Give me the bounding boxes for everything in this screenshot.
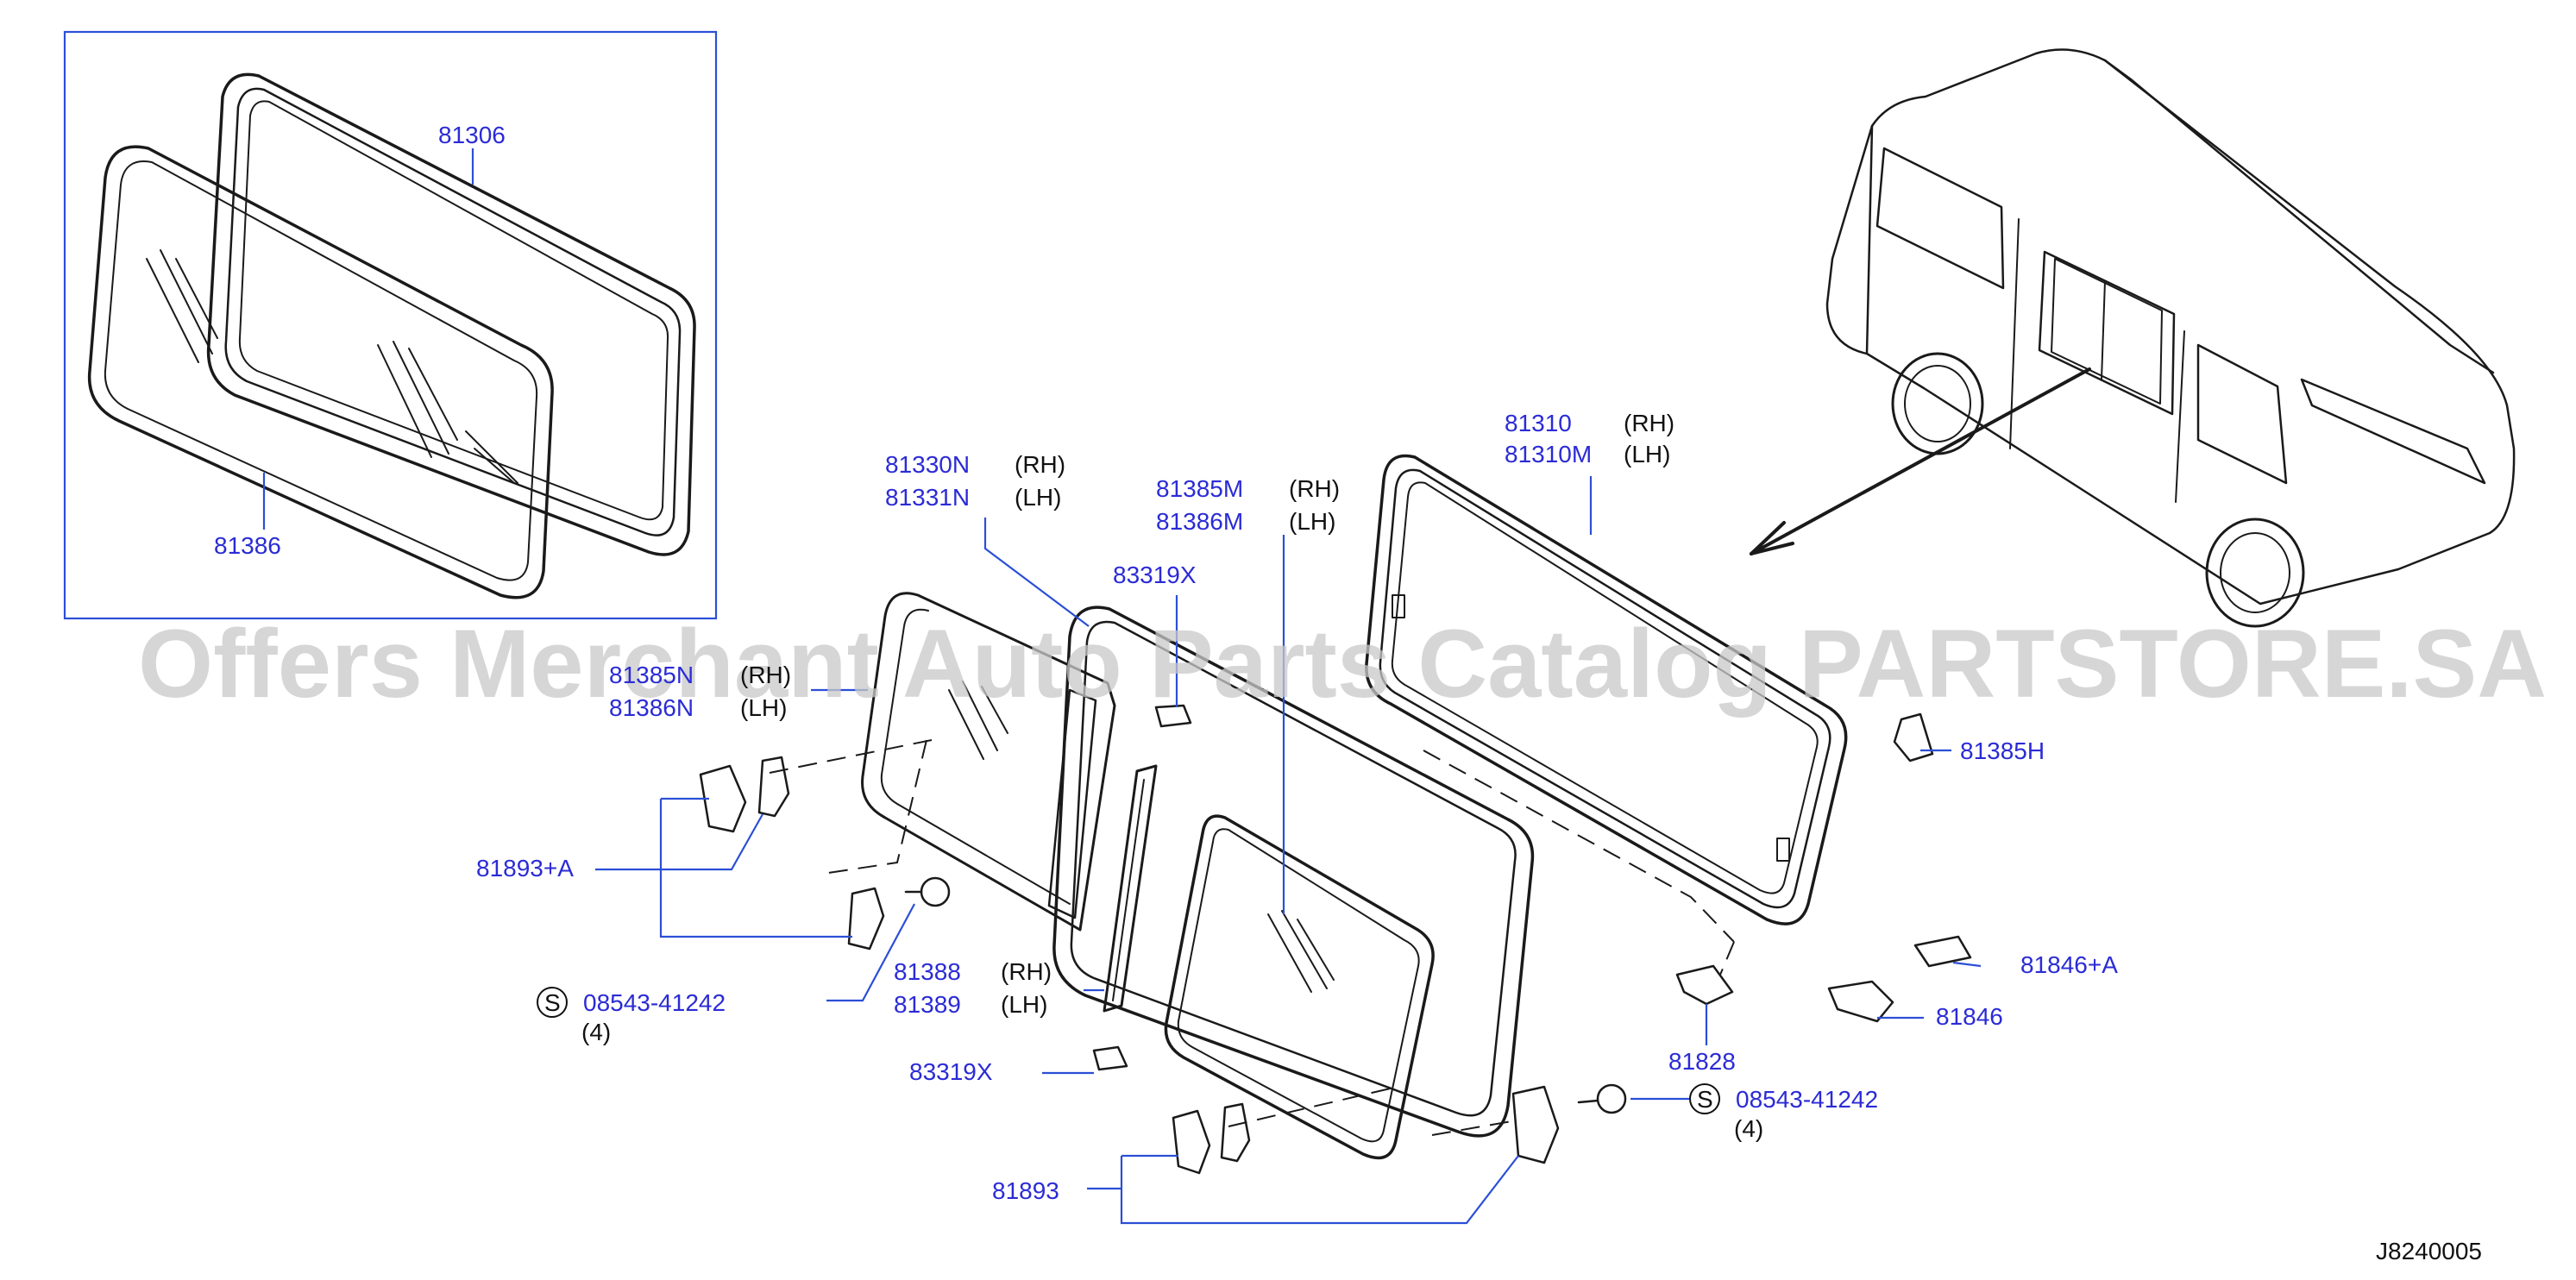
label-81828: 81828 [1668,1048,1736,1075]
label-qty-right: (4) [1734,1115,1763,1142]
label-81386N-lh: (LH) [740,694,787,721]
label-qty-left: (4) [581,1019,611,1045]
label-81846A: 81846+A [2020,951,2118,978]
label-81388-rh: (RH) [1001,958,1052,985]
label-83319X-bottom: 83319X [909,1058,993,1085]
label-81330N: 81330N [885,451,970,478]
part-labels: 81310 (RH) 81310M (LH) 81330N (RH) 81331… [476,410,2482,1264]
label-81386M-lh: (LH) [1289,508,1335,535]
inset-window-kit: 81306 81386 [63,30,718,620]
label-81386M: 81386M [1156,508,1243,535]
label-81385N: 81385N [609,662,694,688]
standard-part-symbol-left-text: S [544,989,561,1016]
label-83319X-top: 83319X [1113,562,1197,588]
seal-81306-drawing [206,72,696,556]
frame-81330N-drawing [1052,605,1535,1138]
leader-lines [595,476,1982,1225]
label-81388: 81388 [894,958,961,985]
label-08543-right: 08543-41242 [1736,1086,1878,1113]
label-81330N-rh: (RH) [1015,451,1065,478]
label-81310M: 81310M [1505,441,1592,467]
glass-81385N-drawing [861,592,1116,932]
label-81306: 81306 [438,122,506,148]
label-81385M-rh: (RH) [1289,475,1340,502]
label-81389: 81389 [894,991,961,1018]
label-81385M: 81385M [1156,475,1243,502]
label-81893A: 81893+A [476,855,574,882]
label-81310M-lh: (LH) [1624,441,1670,467]
diagram-id: J8240005 [2376,1238,2482,1264]
hardware-drawings [699,712,1972,1175]
standard-part-symbol-right [1689,1083,1720,1114]
label-08543-left: 08543-41242 [583,989,726,1016]
label-81331N: 81331N [885,484,970,511]
window-81310-drawing [1365,454,1848,925]
label-81310: 81310 [1505,410,1572,436]
glass-81386-drawing [87,145,554,599]
standard-part-symbol-left [537,987,568,1018]
assembly-dashes [769,739,1735,1136]
watermark: Offers Merchant Auto Parts Catalog PARTS… [138,610,2547,718]
label-81389-lh: (LH) [1001,991,1047,1018]
label-81846: 81846 [1936,1003,2003,1030]
label-81386: 81386 [214,532,281,559]
van-illustration [1750,48,2516,628]
location-arrow [1750,367,2091,555]
label-81310-rh: (RH) [1624,410,1674,436]
inset-frame [63,30,718,620]
label-81385N-rh: (RH) [740,662,791,688]
channel-81388-drawing [1092,704,1192,1071]
glass-81385M-drawing [1164,814,1435,1160]
label-81385H: 81385H [1960,737,2045,764]
label-81893: 81893 [992,1177,1059,1204]
label-81331N-lh: (LH) [1015,484,1061,511]
label-81386N: 81386N [609,694,694,721]
standard-part-symbol-right-text: S [1697,1086,1713,1113]
